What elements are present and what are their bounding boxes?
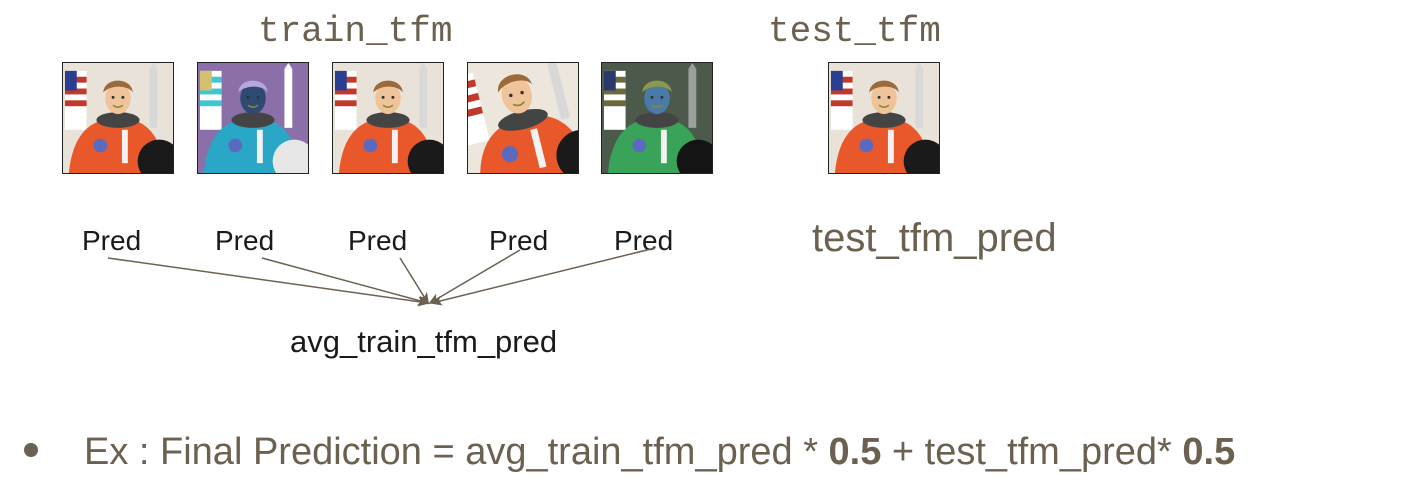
train-image-1 [62, 62, 174, 174]
arrow-3 [399, 257, 430, 305]
arrow-5 [430, 247, 656, 306]
train-tfm-heading: train_tfm [258, 11, 453, 52]
train-image-5 [601, 62, 713, 174]
test-image [828, 62, 940, 174]
formula-weight-2: 0.5 [1182, 431, 1236, 473]
train-image-2 [197, 62, 309, 174]
formula-weight-1: 0.5 [828, 431, 882, 473]
pred-label-1: Pred [82, 225, 142, 256]
train-image-3 [332, 62, 444, 174]
pred-label-3: Pred [348, 225, 408, 256]
formula-middle: + test_tfm_pred* [881, 431, 1183, 473]
pred-label-2: Pred [215, 225, 275, 256]
bullet-dot-icon [24, 442, 38, 457]
pred-label-5: Pred [614, 225, 674, 256]
avg-train-tfm-pred-label: avg_train_tfm_pred [290, 324, 558, 359]
test-tfm-pred-label: test_tfm_pred [812, 216, 1057, 260]
arrow-1 [107, 257, 430, 307]
formula-bullet: Ex : Final Prediction = avg_train_tfm_pr… [24, 430, 1235, 476]
arrow-4 [428, 249, 521, 305]
pred-label-4: Pred [489, 225, 549, 256]
test-tfm-heading: test_tfm [768, 11, 941, 52]
formula-prefix: Ex : Final Prediction = avg_train_tfm_pr… [84, 431, 829, 473]
arrow-2 [261, 257, 430, 306]
train-image-4 [467, 62, 579, 174]
